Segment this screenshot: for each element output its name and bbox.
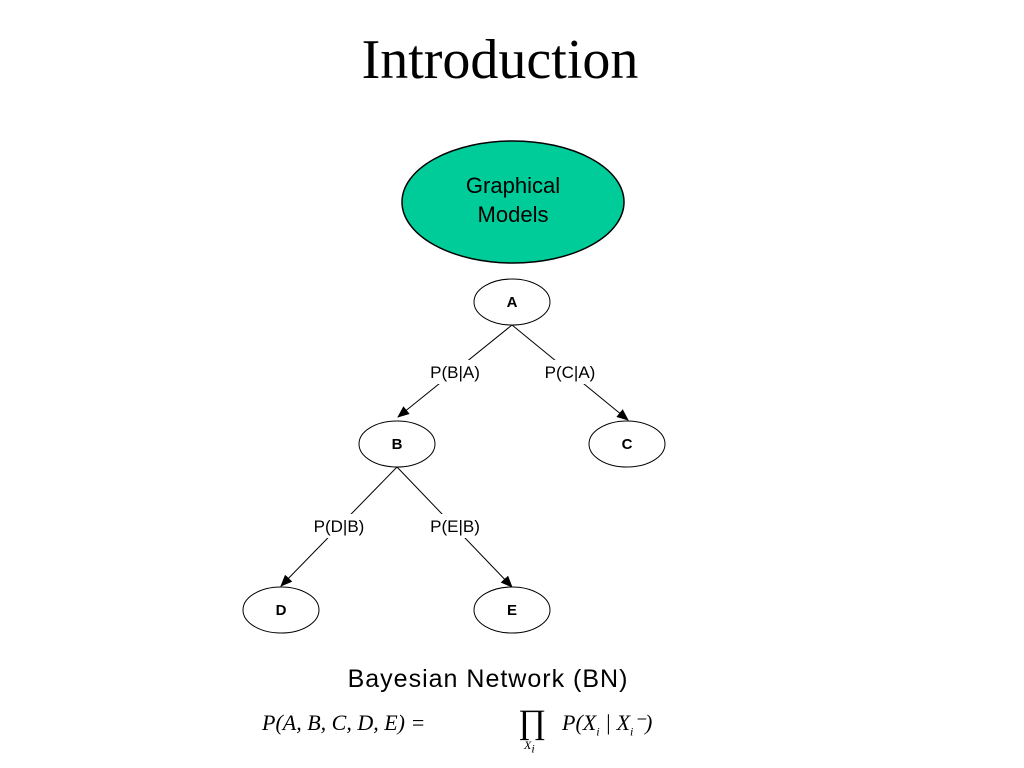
edge-label-ab-bg <box>410 360 500 384</box>
edge-label-bd-bg <box>294 514 384 538</box>
graphical-models-oval <box>401 140 625 264</box>
slide-title: Introduction <box>361 29 639 91</box>
node-e <box>473 586 551 634</box>
graphical-models-label-line2: Models <box>478 202 549 227</box>
joint-probability-formula: P(A, B, C, D, E) = ∏ Xi P(Xi | Xi⁻) <box>262 700 732 760</box>
product-symbol: ∏ <box>518 704 546 741</box>
node-c <box>588 420 666 468</box>
node-b-label: B <box>392 436 403 453</box>
formula-rhs: P(Xi | Xi⁻) <box>562 710 652 739</box>
edge-label-ac: P(C|A) <box>545 363 596 382</box>
node-b <box>358 420 436 468</box>
edge-label-be: P(E|B) <box>430 517 480 536</box>
node-a <box>473 278 551 326</box>
graphical-models-label-line1: Graphical <box>466 173 560 198</box>
node-c-label: C <box>622 436 633 453</box>
product-subscript: Xi <box>524 738 535 756</box>
formula-rhs-prefix: P(X <box>562 710 597 735</box>
node-d <box>242 586 320 634</box>
edge-label-be-bg <box>410 514 500 538</box>
formula-rhs-suffix: ⁻) <box>633 710 653 735</box>
edge-label-ac-bg <box>525 360 615 384</box>
node-a-label: A <box>507 294 518 311</box>
formula-rhs-index: i <box>596 724 600 739</box>
formula-lhs: P(A, B, C, D, E) = <box>262 710 426 735</box>
node-e-label: E <box>507 602 517 619</box>
edge-label-ab: P(B|A) <box>430 363 480 382</box>
product-subscript-index: i <box>531 741 535 756</box>
product-subscript-var: X <box>524 738 532 752</box>
formula-rhs-index2: i <box>630 724 634 739</box>
node-d-label: D <box>276 602 287 619</box>
network-caption: Bayesian Network (BN) <box>347 665 629 693</box>
edge-label-bd: P(D|B) <box>314 517 365 536</box>
formula-rhs-mid: | X <box>599 710 631 735</box>
